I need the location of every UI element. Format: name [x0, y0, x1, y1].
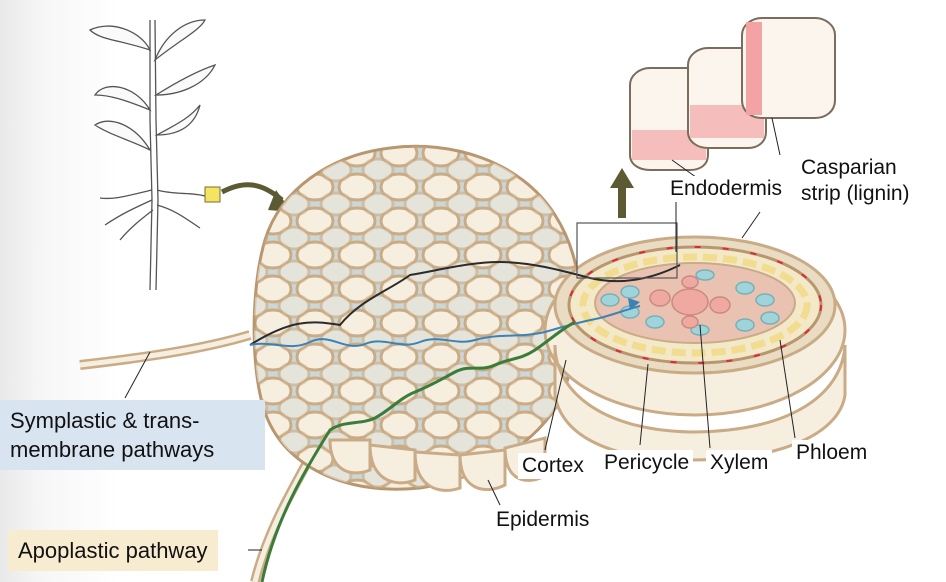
plant-root — [99, 189, 153, 200]
pathway-arrowhead — [628, 298, 640, 310]
label-symplastic-pathways: Symplastic & trans-membrane pathways — [0, 400, 265, 470]
plant-root — [156, 189, 206, 197]
endodermis-zoom-box — [576, 222, 678, 279]
plant-stem-outline — [154, 19, 159, 291]
symplastic-path — [249, 305, 641, 348]
plant-leaf — [154, 104, 201, 136]
plant-root — [119, 209, 154, 241]
label-casparian-strip: Casparian strip (lignin) — [797, 155, 941, 207]
label-pericycle: Pericycle — [600, 450, 694, 476]
highlight-box — [204, 186, 221, 203]
label-epidermis: Epidermis — [492, 507, 594, 533]
phloem-ring — [579, 253, 811, 357]
plant-sketch — [88, 19, 217, 291]
casparian-ring — [568, 246, 822, 364]
endodermis-cell — [741, 17, 836, 119]
plant-leaf — [93, 120, 152, 152]
label-apoplastic-pathway: Apoplastic pathway — [8, 530, 218, 571]
label-cortex: Cortex — [518, 453, 588, 479]
plant-root — [104, 199, 153, 226]
endodermis-cell-casparian — [690, 105, 764, 138]
transmembrane-path — [249, 260, 681, 346]
blowup-arrow-head — [610, 168, 634, 188]
apoplastic-path — [260, 320, 576, 582]
endodermis-cells-blowup — [629, 17, 836, 171]
leader-lines — [124, 117, 796, 551]
plant-stem — [149, 20, 153, 291]
label-phloem: Phloem — [792, 440, 872, 466]
label-endodermis: Endodermis — [666, 176, 787, 202]
xylem-large-vessels — [649, 275, 731, 329]
plant-leaf — [153, 19, 207, 63]
root-tail-upper-center — [79, 332, 251, 368]
xylem-vessels — [600, 269, 780, 336]
plant-leaf — [88, 25, 152, 52]
plant-root — [156, 204, 201, 229]
endodermis-cell-casparian — [746, 22, 762, 115]
plant-leaf — [93, 86, 152, 112]
plant-leaf — [153, 63, 217, 96]
endodermis-cell-casparian — [632, 130, 706, 160]
cortex-block-overlay — [254, 146, 580, 490]
label-xylem: Xylem — [706, 450, 773, 476]
